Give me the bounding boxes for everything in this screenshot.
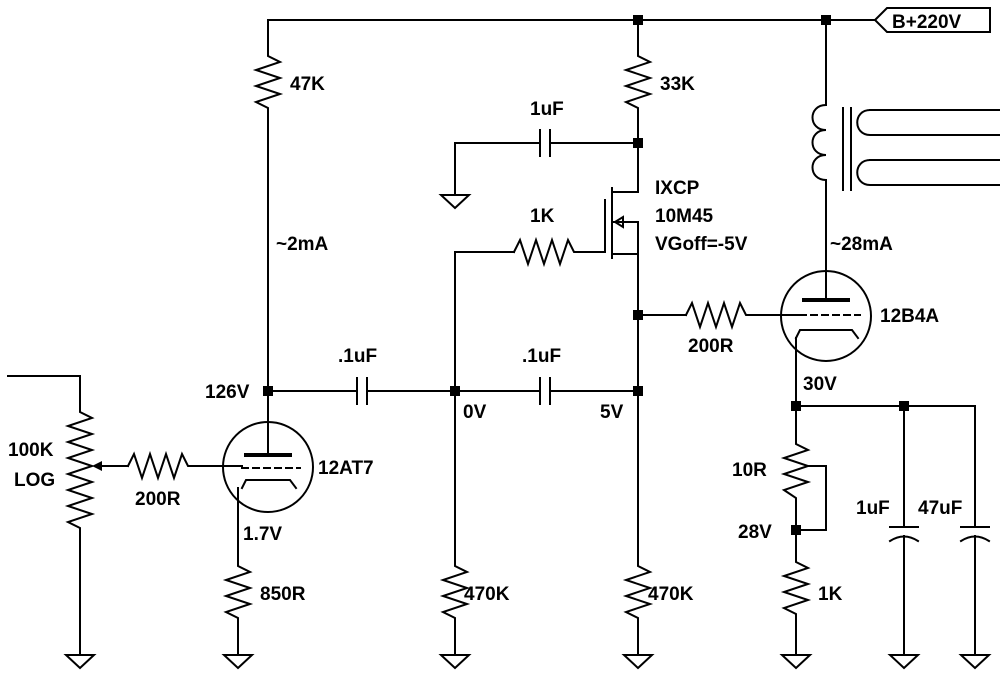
resistor-10r: 10R [732, 405, 827, 531]
resistor-1k-cathode: 1K [780, 529, 843, 656]
resistor-1k-gate: 1K [454, 206, 606, 268]
ground-icon [63, 654, 97, 670]
capacitor-bypass: 1uF [454, 99, 639, 196]
resistor-47k-label: 47K [290, 74, 325, 95]
output-transformer [811, 103, 1000, 293]
supply-label-flag: B+220V [873, 7, 991, 33]
capacitor-coupling-1: .1uF [267, 346, 456, 405]
pot-taper-label: LOG [14, 470, 55, 491]
resistor-200r-input-label: 200R [135, 489, 181, 510]
plate-voltage-label: 126V [205, 382, 250, 403]
resistor-1k-gate-label: 1K [530, 206, 555, 227]
gate-node-voltage-label: 0V [463, 402, 487, 423]
tube-12at7-label: 12AT7 [318, 458, 374, 479]
resistor-47k: 47K [252, 49, 325, 391]
resistor-200r-output-grid: 200R [637, 299, 801, 357]
mosfet-part-line1: IXCP [655, 178, 700, 199]
capacitor-cathode-47uf-label: 47uF [918, 498, 962, 519]
current-output-label: ~28mA [830, 234, 893, 255]
resistor-200r-output-label: 200R [688, 336, 734, 357]
cathode-voltage-output-label: 30V [803, 374, 837, 395]
ground-icon [438, 654, 472, 670]
cathode-voltage-driver-label: 1.7V [243, 524, 282, 545]
ground-icon [958, 654, 992, 670]
ground-icon [438, 194, 472, 210]
resistor-33k: 33K [622, 49, 695, 144]
resistor-200r-input: 200R [126, 450, 243, 510]
supply-label: B+220V [892, 12, 962, 33]
resistor-470k-left-label: 470K [464, 584, 510, 605]
resistor-10r-label: 10R [732, 460, 767, 481]
tube-12b4a-label: 12B4A [880, 306, 939, 327]
ground-icon [779, 654, 813, 670]
mosfet-part-line2: 10M45 [655, 206, 714, 227]
resistor-470k-right-label: 470K [648, 584, 694, 605]
resistor-470k-right: 470K [622, 561, 694, 656]
pot-value-label: 100K [8, 440, 54, 461]
capacitor-cathode-1uf-label: 1uF [856, 498, 890, 519]
supply-rail [267, 15, 876, 106]
capacitor-coupling-2-label: .1uF [522, 346, 561, 367]
mosfet-part-line3: VGoff=-5V [655, 234, 748, 255]
resistor-850r-label: 850R [260, 584, 306, 605]
mosfet-ixcp10m45: IXCP 10M45 VGoff=-5V [604, 142, 748, 392]
tap-voltage-label: 28V [738, 522, 772, 543]
resistor-850r: 850R [222, 561, 306, 656]
capacitor-coupling-1-label: .1uF [338, 346, 377, 367]
tube-12b4a: 12B4A [780, 270, 939, 407]
ground-icon [621, 654, 655, 670]
source-node-voltage-label: 5V [600, 402, 624, 423]
capacitor-bypass-label: 1uF [530, 99, 564, 120]
resistor-470k-left: 470K [439, 561, 510, 656]
ground-icon [887, 654, 921, 670]
current-driver-label: ~2mA [276, 234, 329, 255]
potentiometer-100k: 100K LOG [7, 375, 129, 656]
ground-icon [221, 654, 255, 670]
resistor-33k-label: 33K [660, 74, 695, 95]
capacitor-coupling-2: .1uF [454, 346, 639, 405]
capacitor-cathode-1uf: 1uF [856, 405, 920, 656]
capacitor-cathode-47uf: 47uF [918, 405, 991, 656]
resistor-1k-cathode-label: 1K [818, 584, 843, 605]
